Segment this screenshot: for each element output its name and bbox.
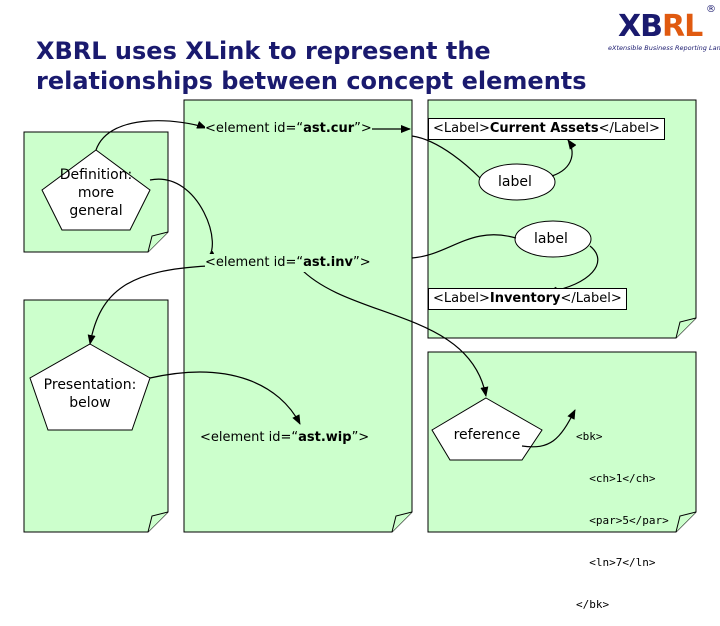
label-inventory-open: <Label> <box>433 291 490 306</box>
reference-code-line: <bk> <box>576 430 603 443</box>
reference-pentagon <box>431 397 543 461</box>
arc-definition-to-inv <box>149 178 216 259</box>
xbrl-logo-wordmark: XBRL <box>618 9 703 44</box>
presentation-line-2: below <box>69 395 111 411</box>
xbrl-logo-main: XB <box>618 9 663 44</box>
page-schema <box>183 99 413 533</box>
arc-label1-from-cur <box>411 135 481 179</box>
definition-line-1: Definition: <box>59 167 133 183</box>
label-current-assets: <Label>Current Assets</Label> <box>428 118 665 140</box>
presentation-pentagon <box>29 343 151 431</box>
arc-inv-to-presentation <box>87 265 209 345</box>
label-current-assets-open: <Label> <box>433 121 490 136</box>
definition-pentagon <box>41 149 151 231</box>
element-ast-wip-prefix: <element id=“ <box>200 430 299 445</box>
presentation-pentagon-text: Presentation: below <box>30 376 150 412</box>
label-arc-ellipse-1 <box>478 163 556 201</box>
linkbase-diagram <box>23 99 697 533</box>
label-inventory-close: </Label> <box>560 291 622 306</box>
element-ast-inv-suffix: ”> <box>352 255 371 270</box>
reference-code-line: </bk> <box>576 598 610 611</box>
label-inventory: <Label>Inventory</Label> <box>428 288 627 310</box>
reference-code-line: <par>5</par> <box>576 514 669 527</box>
arc-presentation-to-wip <box>149 371 301 425</box>
label-arc-text-1: label <box>498 174 532 190</box>
arc-label2-from-inv <box>411 234 517 259</box>
label-inventory-text: Inventory <box>489 291 561 306</box>
page-title-line-1: XBRL uses XLink to represent the <box>36 37 491 65</box>
reference-pentagon-text: reference <box>440 426 534 444</box>
definition-pentagon-text: Definition: more general <box>46 166 146 220</box>
registered-mark: ® <box>706 4 716 15</box>
xbrl-logo-tagline: eXtensible Business Reporting Language <box>608 44 720 52</box>
element-ast-wip-suffix: ”> <box>351 430 370 445</box>
xbrl-logo-accent: RL <box>662 9 703 44</box>
label-arc-ellipse-2 <box>514 220 592 258</box>
definition-line-3: general <box>69 203 123 219</box>
definition-line-2: more <box>77 185 115 201</box>
arc-label1-to-current-assets <box>551 139 577 177</box>
element-ast-wip-id: ast.wip <box>298 430 352 445</box>
page-label-linkbase <box>427 99 697 339</box>
arc-inv-to-reference <box>299 267 489 397</box>
page-title-line-2: relationships between concept elements <box>36 67 587 95</box>
element-ast-cur-prefix: <element id=“ <box>205 121 304 136</box>
page-reference-linkbase <box>427 351 697 533</box>
reference-line-1: reference <box>453 427 521 443</box>
arc-reference-to-code <box>521 409 576 448</box>
label-arc-text-2: label <box>534 231 568 247</box>
page-title: XBRL uses XLink to represent the relatio… <box>36 36 636 96</box>
element-ast-cur-id: ast.cur <box>303 121 355 136</box>
element-ast-cur-suffix: ”> <box>354 121 372 136</box>
element-ast-inv-prefix: <element id=“ <box>205 255 304 270</box>
reference-code-line: <ln>7</ln> <box>576 556 656 569</box>
label-current-assets-text: Current Assets <box>489 121 599 136</box>
arc-definition-to-cur <box>95 120 207 151</box>
presentation-line-1: Presentation: <box>43 377 137 393</box>
xbrl-logo: XBRL ® eXtensible Business Reporting Lan… <box>606 4 720 56</box>
reference-code-block: <bk> <ch>1</ch> <par>5</par> <ln>7</ln> … <box>576 402 669 626</box>
element-ast-inv-id: ast.inv <box>303 255 353 270</box>
reference-code-line: <ch>1</ch> <box>576 472 656 485</box>
element-ast-wip: <element id=“ast.wip”> <box>200 429 369 447</box>
element-ast-cur: <element id=“ast.cur”> <box>205 120 372 138</box>
element-ast-inv: <element id=“ast.inv”> <box>205 254 371 272</box>
label-current-assets-close: </Label> <box>598 121 660 136</box>
